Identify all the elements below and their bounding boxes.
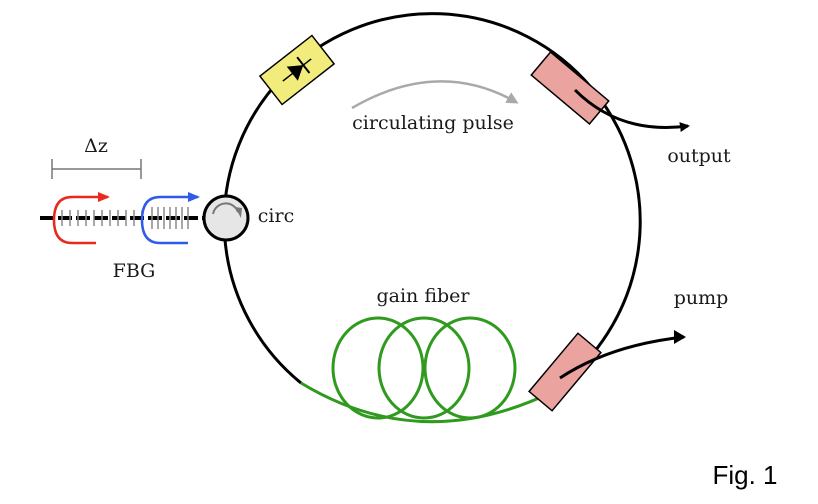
delta-z-label: Δz [84, 135, 108, 157]
output-label: output [667, 145, 731, 167]
gain-fiber-label: gain fiber [376, 285, 470, 307]
output-fiber [573, 88, 690, 133]
circ-label: circ [258, 205, 294, 227]
delta-z-bracket [51, 159, 142, 179]
pump-coupler [528, 330, 686, 412]
pump-arrowhead [674, 330, 686, 344]
blue-reflection-path [140, 192, 200, 245]
output-coupler [530, 51, 690, 133]
red-reflection-path [52, 192, 110, 245]
pump-label: pump [674, 287, 729, 309]
circulator [202, 194, 250, 242]
circulating-pulse-label: circulating pulse [352, 112, 514, 134]
ring-gain-section [300, 381, 551, 424]
fbg-label: FBG [113, 260, 156, 282]
fbg-grating [61, 207, 189, 229]
pump-fiber [559, 335, 685, 380]
gain-fiber-coil [331, 316, 517, 420]
circulating-pulse-arrow [351, 80, 519, 110]
figure-caption: Fig. 1 [712, 460, 777, 490]
isolator [258, 34, 336, 106]
